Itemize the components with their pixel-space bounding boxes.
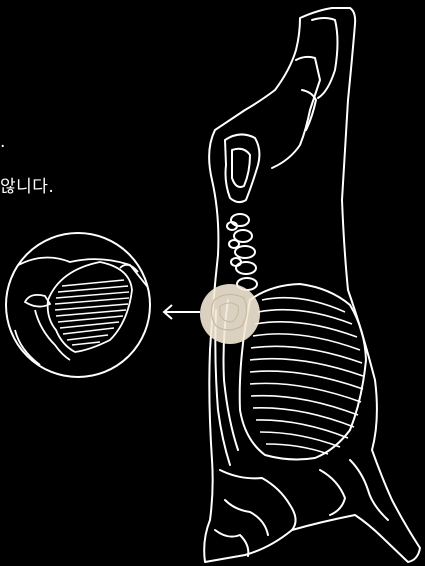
arrow-left-icon	[164, 305, 200, 319]
marbling-stripes	[55, 280, 129, 345]
highlighted-cut	[200, 284, 260, 344]
rib-stripes	[250, 298, 363, 454]
magnified-cut-view	[6, 233, 150, 377]
